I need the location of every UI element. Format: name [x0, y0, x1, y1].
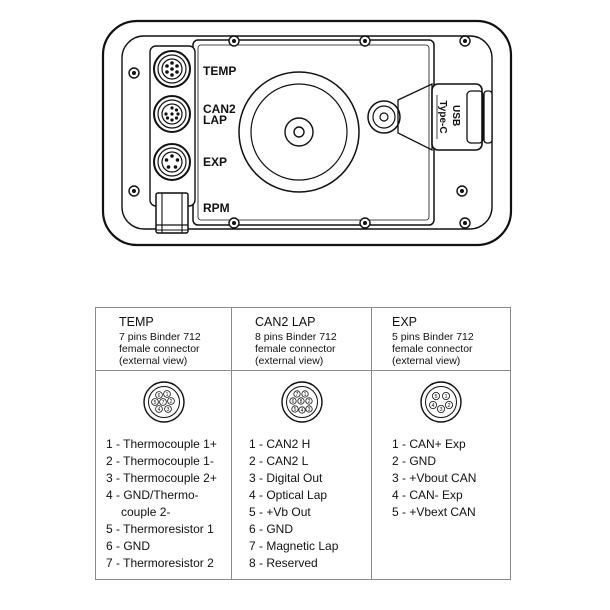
svg-text:2: 2 — [307, 399, 310, 405]
svg-text:5: 5 — [434, 394, 437, 400]
pin-item: 5 - Thermoresistor 1 — [106, 522, 214, 536]
side-button-icon — [367, 100, 401, 134]
pin-item: 3 - +Vbout CAN — [392, 471, 477, 485]
screw-icon — [228, 35, 240, 47]
description-line: (external view) — [392, 355, 461, 367]
usb-label: USB Type-C — [437, 100, 461, 133]
svg-text:2: 2 — [169, 399, 172, 405]
svg-text:2: 2 — [447, 403, 450, 409]
svg-text:6: 6 — [291, 399, 294, 405]
pinout-table: TEMP 7 pins Binder 712 female connector … — [95, 307, 511, 580]
column-title: CAN2 LAP — [255, 315, 316, 329]
screw-icon — [128, 185, 140, 197]
pin-item: 4 - GND/Thermo- — [106, 488, 199, 502]
description-line: female connector — [119, 343, 200, 355]
column-title: TEMP — [119, 315, 154, 329]
screw-icon — [228, 217, 240, 229]
connector-description: 8 pins Binder 712 female connector (exte… — [255, 331, 337, 367]
screw-icon — [456, 185, 468, 197]
svg-text:4: 4 — [300, 408, 303, 414]
exp-port-icon — [153, 143, 191, 181]
svg-text:3: 3 — [166, 407, 169, 413]
svg-text:6: 6 — [157, 393, 160, 399]
pin-list: 1 - CAN2 H 2 - CAN2 L 3 - Digital Out 4 … — [249, 436, 369, 572]
screw-icon — [359, 217, 371, 229]
pin-item: 2 - CAN2 L — [249, 454, 309, 468]
svg-text:4: 4 — [431, 403, 434, 409]
pin-list: 1 - CAN+ Exp 2 - GND 3 - +Vbout CAN 4 - … — [392, 436, 508, 521]
column-title: EXP — [392, 315, 418, 329]
screw-icon — [459, 217, 471, 229]
device-drawing: USB Type-C TEMP — [101, 19, 513, 247]
temp-port-icon — [153, 50, 191, 88]
pin-item: 1 - CAN+ Exp — [392, 437, 466, 451]
pin-item: 5 - +Vb Out — [249, 505, 311, 519]
svg-text:1: 1 — [303, 392, 306, 398]
pin-list: 1 - Thermocouple 1+ 2 - Thermocouple 1- … — [106, 436, 229, 572]
temp-connector-pinout-icon: 6 1 5 7 2 4 3 — [142, 381, 185, 423]
connector-description: 7 pins Binder 712 female connector (exte… — [119, 331, 201, 367]
pin-item: 4 - Optical Lap — [249, 488, 328, 502]
description-line: female connector — [255, 343, 336, 355]
description-line: 8 pins Binder 712 — [255, 331, 337, 343]
pin-item: 1 - Thermocouple 1+ — [106, 437, 217, 451]
pin-item: 2 - Thermocouple 1- — [106, 454, 214, 468]
description-line: (external view) — [255, 355, 324, 367]
screw-icon — [459, 35, 471, 47]
description-line: (external view) — [119, 355, 188, 367]
svg-text:1: 1 — [165, 392, 168, 398]
pin-item: 2 - GND — [392, 454, 437, 468]
svg-text:3: 3 — [307, 407, 310, 413]
pin-item: 1 - CAN2 H — [249, 437, 311, 451]
pin-item: 7 - Thermoresistor 2 — [106, 556, 214, 570]
table-column-can2-lap: CAN2 LAP 8 pins Binder 712 female connec… — [231, 308, 371, 579]
svg-text:3: 3 — [439, 407, 442, 413]
pin-item: 7 - Magnetic Lap — [249, 539, 339, 553]
table-column-temp: TEMP 7 pins Binder 712 female connector … — [96, 308, 231, 579]
svg-text:5: 5 — [293, 407, 296, 413]
port-label-exp: EXP — [203, 155, 227, 169]
column-header: CAN2 LAP 8 pins Binder 712 female connec… — [232, 308, 371, 370]
connector-description: 5 pins Binder 712 female connector (exte… — [392, 331, 474, 367]
svg-text:7: 7 — [295, 392, 298, 398]
pin-item: couple 2- — [121, 505, 171, 519]
port-label-temp: TEMP — [203, 64, 236, 78]
rpm-port-icon — [155, 192, 189, 234]
pin-item: 6 - GND — [249, 522, 294, 536]
svg-text:8: 8 — [299, 399, 302, 405]
pin-item: 8 - Reserved — [249, 556, 318, 570]
screw-icon — [359, 35, 371, 47]
table-column-exp: EXP 5 pins Binder 712 female connector (… — [371, 308, 510, 579]
pin-item: 4 - CAN- Exp — [392, 488, 463, 502]
description-line: 5 pins Binder 712 — [392, 331, 474, 343]
svg-text:1: 1 — [444, 394, 447, 400]
svg-text:7: 7 — [161, 400, 164, 406]
pin-item: 5 - +Vbext CAN — [392, 505, 476, 519]
column-header: EXP 5 pins Binder 712 female connector (… — [372, 308, 510, 370]
port-label-rpm: RPM — [203, 201, 230, 215]
pin-item: 3 - Thermocouple 2+ — [106, 471, 217, 485]
central-knob-icon — [238, 71, 360, 193]
svg-text:5: 5 — [153, 400, 156, 406]
pin-item: 3 - Digital Out — [249, 471, 323, 485]
exp-connector-pinout-icon: 5 1 4 3 2 — [420, 381, 462, 423]
can2-lap-port-icon — [153, 95, 191, 133]
port-label-can2-lap: CAN2 LAP — [203, 102, 239, 127]
column-header: TEMP 7 pins Binder 712 female connector … — [96, 308, 231, 370]
screw-icon — [128, 67, 140, 79]
description-line: 7 pins Binder 712 — [119, 331, 201, 343]
svg-text:4: 4 — [157, 407, 160, 413]
usb-port-icon — [397, 82, 493, 152]
pin-item: 6 - GND — [106, 539, 151, 553]
description-line: female connector — [392, 343, 473, 355]
can2-lap-connector-pinout-icon: 7 1 6 8 2 5 4 3 — [280, 381, 323, 423]
